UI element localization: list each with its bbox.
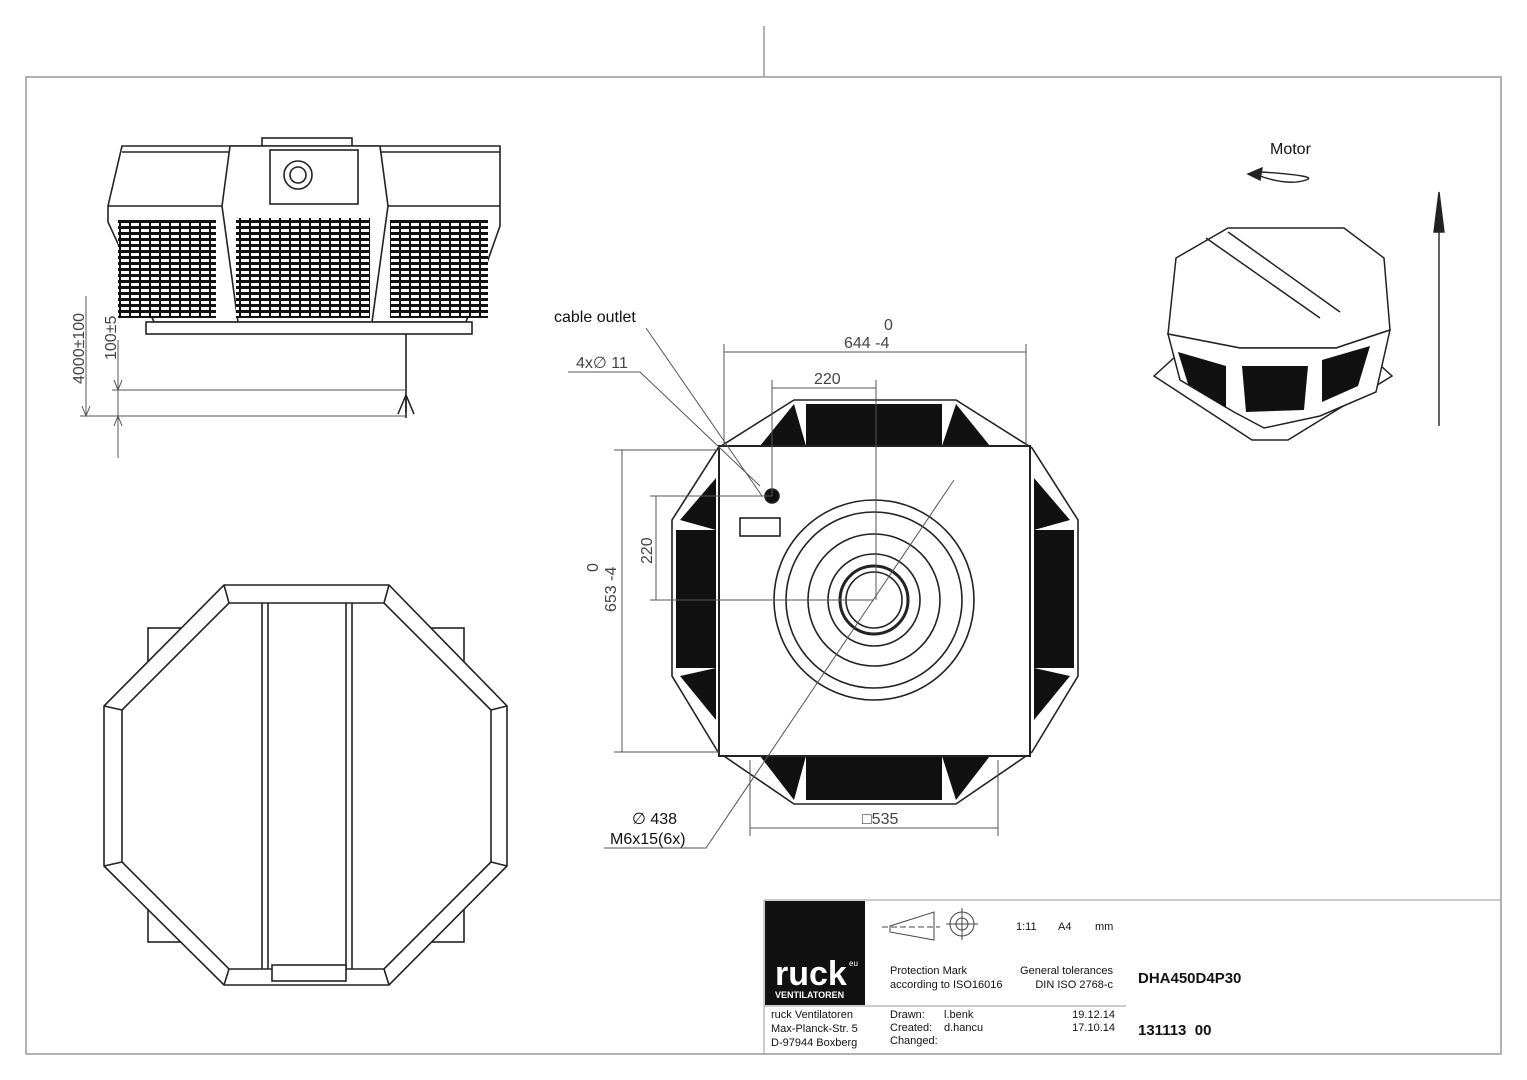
title-block-frame [763, 899, 1501, 1054]
created-label: Created: [890, 1022, 932, 1034]
protection-mark: Protection Mark [890, 965, 968, 977]
dim-screws: M6x15(6x) [610, 831, 686, 848]
top-view [103, 584, 508, 986]
dim-height-small: 100±5 [103, 316, 120, 360]
dim-depth-lower: 653 -4 [603, 567, 620, 612]
drawing-number: 131113 00 [1138, 1022, 1211, 1039]
unit-label: mm [1095, 921, 1113, 933]
dim-square: □535 [862, 811, 898, 828]
isometric-view [1152, 227, 1394, 441]
created-by: d.hancu [944, 1022, 983, 1034]
projection-symbol-icon [882, 908, 978, 941]
cable-outlet-label: cable outlet [554, 309, 636, 326]
company-name: ruck Ventilatoren [771, 1009, 853, 1021]
drawn-by: l.benk [944, 1009, 974, 1021]
dim-depth-upper: 0 [585, 563, 602, 572]
changed-label: Changed: [890, 1035, 938, 1047]
protection-standard: according to ISO16016 [890, 979, 1003, 991]
logo-subtitle: VENTILATOREN [775, 990, 844, 1000]
dim-diameter: ∅ 438 [632, 811, 677, 828]
general-tolerances: General tolerances [1020, 965, 1113, 977]
side-view-dimensions [80, 296, 406, 458]
drawn-date: 19.12.14 [1072, 1009, 1115, 1021]
company-street: Max-Planck-Str. 5 [771, 1023, 858, 1035]
logo-text: ruck [775, 955, 847, 993]
holes-label: 4x∅ 11 [576, 355, 628, 372]
front-view [671, 399, 1079, 805]
drawn-label: Drawn: [890, 1009, 925, 1021]
paper-size: A4 [1058, 921, 1071, 933]
dim-height-main: 4000±100 [71, 313, 88, 384]
scale-value: 1:11 [1016, 921, 1037, 933]
logo-superscript: eu [849, 959, 858, 968]
front-view-dimensions [568, 327, 1027, 849]
model-number: DHA450D4P30 [1138, 970, 1241, 987]
dim-width-lower: 644 -4 [844, 335, 889, 352]
dim-width-upper: 0 [884, 317, 893, 334]
tolerances-standard: DIN ISO 2768-c [1035, 979, 1113, 991]
company-city: D-97944 Boxberg [771, 1037, 857, 1049]
motor-label: Motor [1270, 141, 1312, 158]
side-view [107, 137, 501, 418]
arrows [1246, 166, 1445, 426]
created-date: 17.10.14 [1072, 1022, 1115, 1034]
dim-offset-y: 220 [639, 537, 656, 564]
dim-offset-x: 220 [814, 371, 841, 388]
ruck-logo [765, 901, 865, 1005]
